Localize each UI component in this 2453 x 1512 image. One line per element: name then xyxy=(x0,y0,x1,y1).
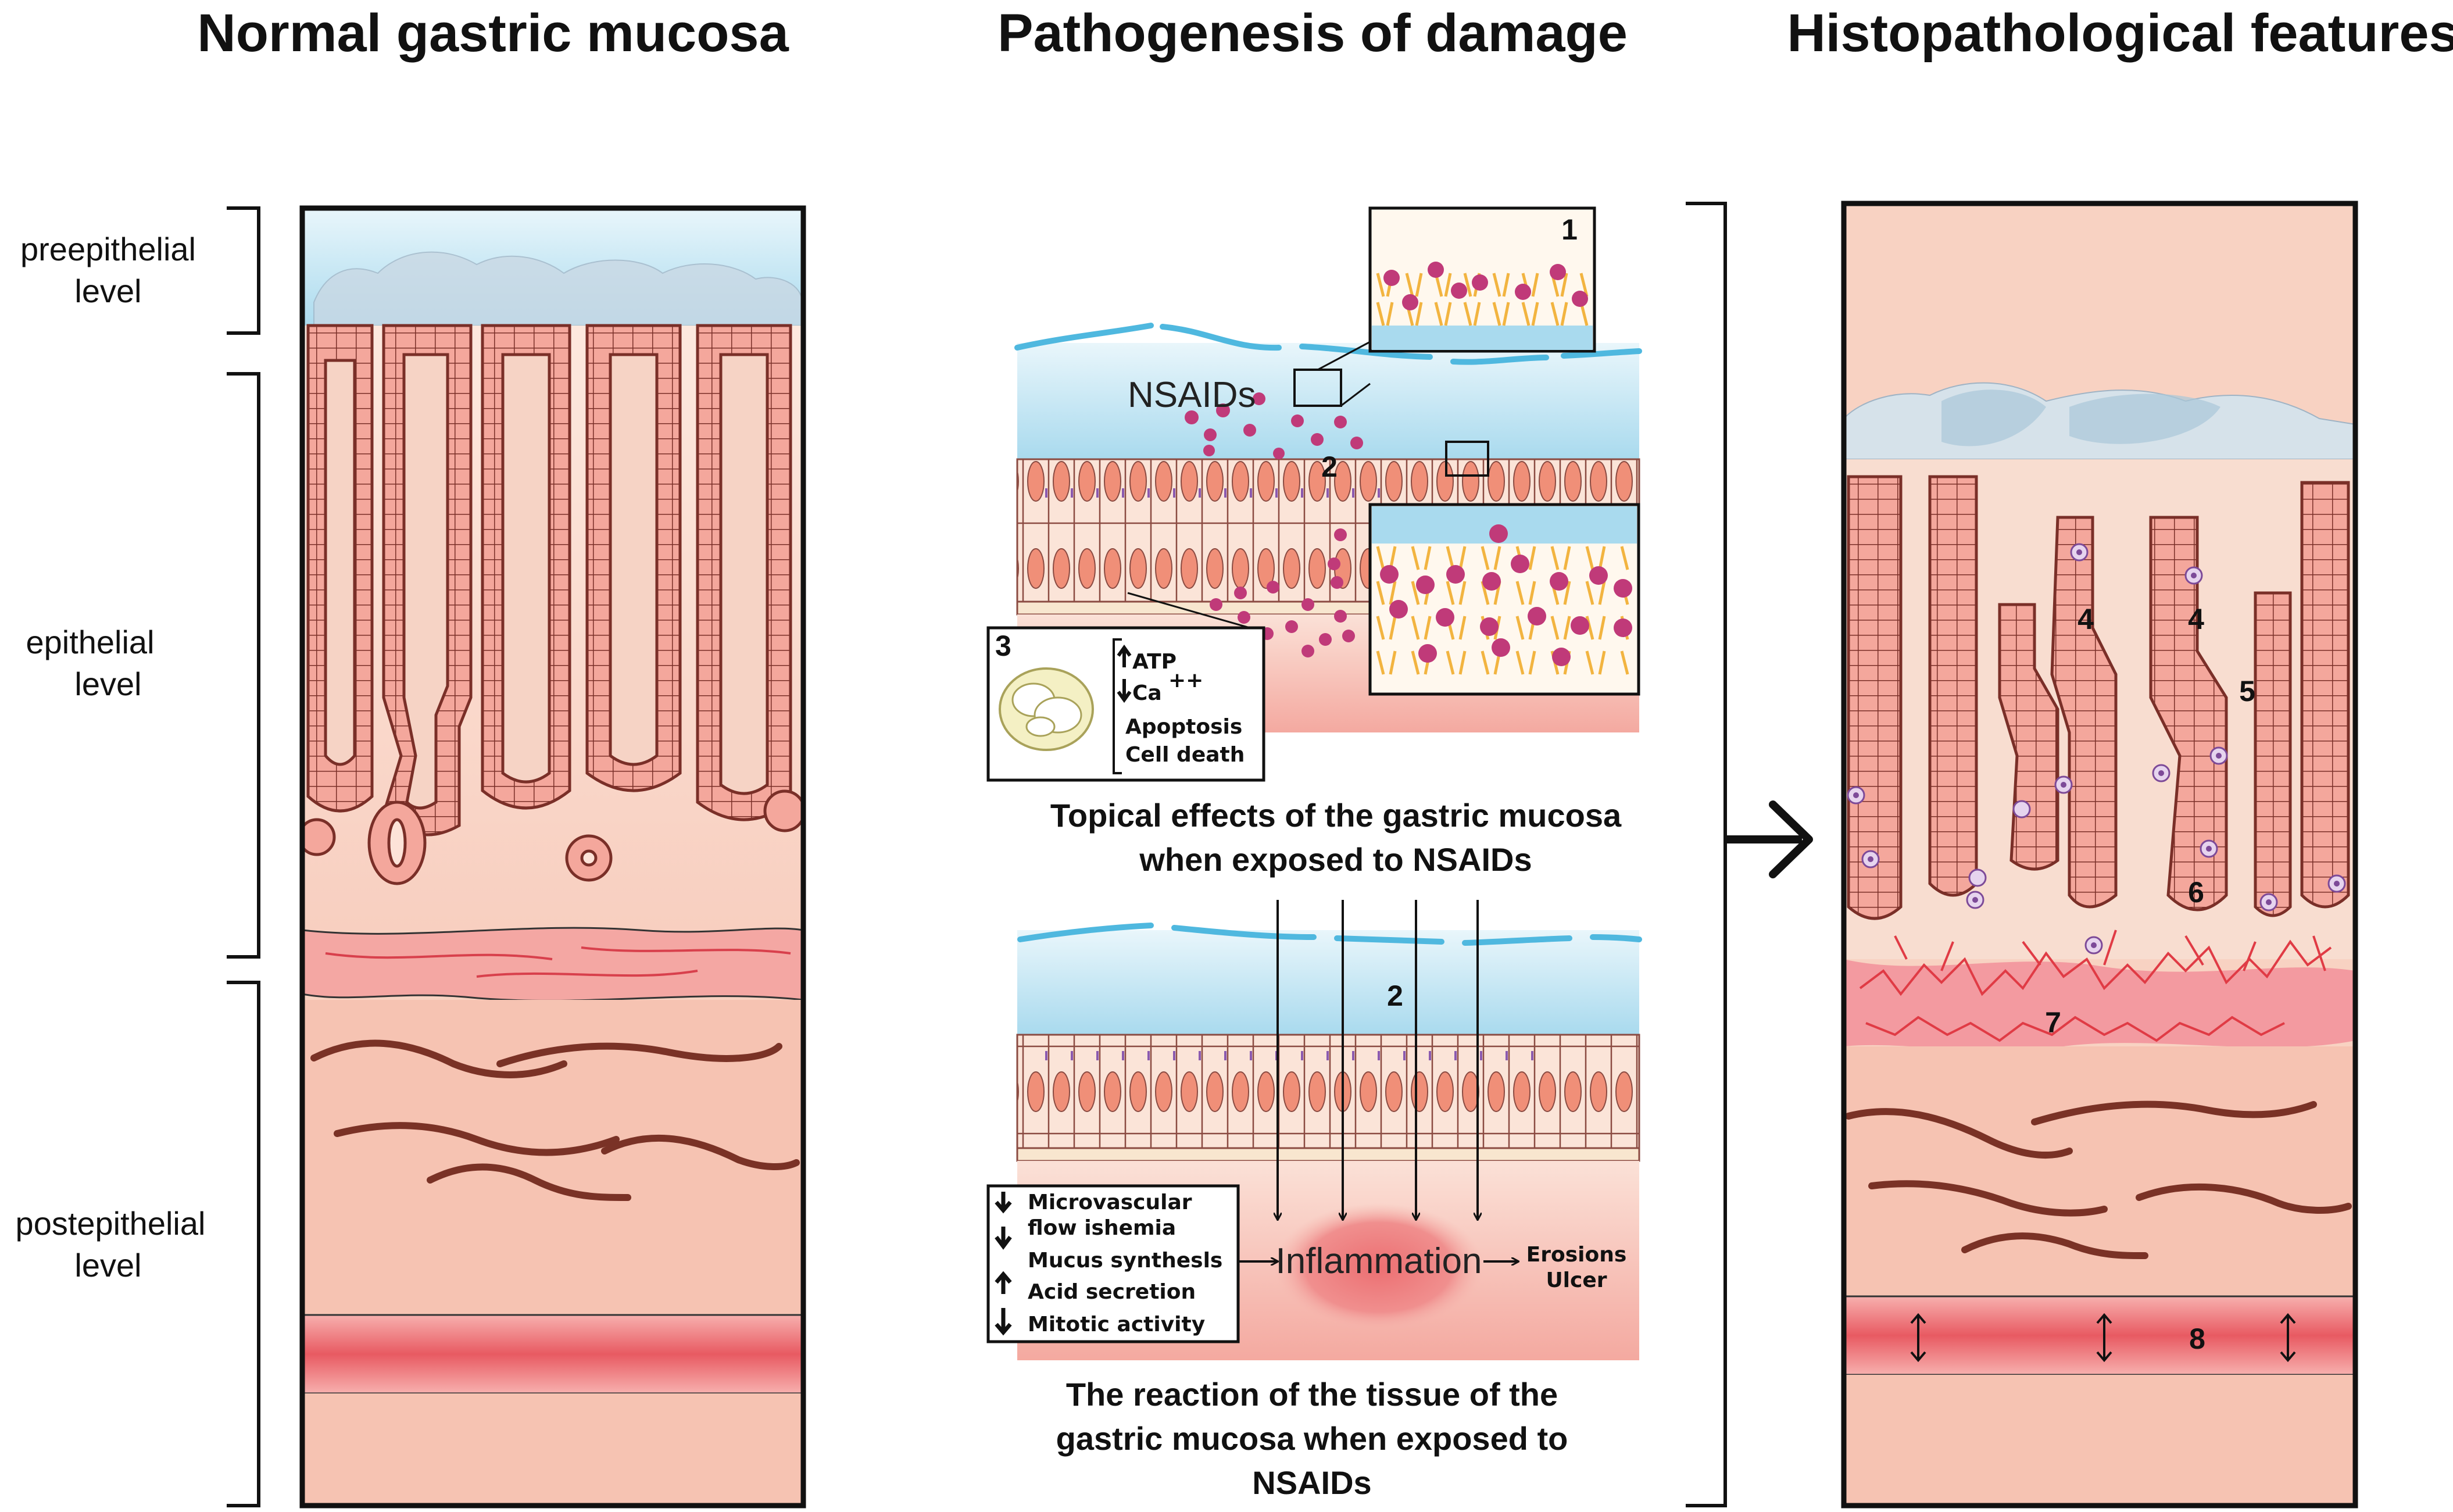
histo-muscularis-band xyxy=(1844,1295,2355,1376)
level-epithelial: epithelial level xyxy=(26,372,260,959)
marker-2-upper: 2 xyxy=(1321,451,1338,483)
reaction-item-2: Mucus synthesls xyxy=(1028,1249,1222,1272)
histo-thickness-arrows xyxy=(1910,1313,2296,1363)
panel-histopathology: 4 4 5 6 7 8 xyxy=(1841,201,2358,1509)
histo-marker-4-right: 4 xyxy=(2188,603,2204,635)
title-pathogenesis: Pathogenesis of damage xyxy=(997,3,1628,63)
inset-1-phospholipid: 1 xyxy=(1368,206,1596,353)
topical-nsaid-molecules xyxy=(1185,392,1363,657)
mitochondrion-icon xyxy=(999,667,1094,751)
histo-collagen-fibers xyxy=(1845,1100,2352,1259)
bracket-epithelial xyxy=(227,372,260,959)
inset-2-membrane xyxy=(1368,503,1640,696)
normal-muscularis-band xyxy=(302,1314,803,1395)
panel-pathogenesis: NSAIDs 2 1 xyxy=(986,206,1642,1501)
histo-marker-8: 8 xyxy=(2189,1322,2205,1355)
normal-muscularis-mucosae xyxy=(302,927,803,1002)
normal-gastric-pits xyxy=(306,324,792,837)
level-epithelial-line2: level xyxy=(74,666,141,702)
zoom-box-membrane xyxy=(1445,441,1489,477)
outcome-ulcer: Ulcer xyxy=(1546,1268,1607,1292)
reaction-mucus-surface xyxy=(1017,923,1642,946)
marker-3: 3 xyxy=(995,630,1011,662)
reaction-caption-line3: NSAIDs xyxy=(1252,1464,1371,1501)
reaction-box: Microvascular flow ishemia Mucus synthes… xyxy=(986,1184,1240,1343)
title-normal: Normal gastric mucosa xyxy=(197,3,789,63)
level-epithelial-line1: epithelial xyxy=(26,624,154,660)
histo-submucosa xyxy=(1844,1046,2355,1296)
reaction-caption-line1: The reaction of the tissue of the xyxy=(1066,1376,1558,1413)
normal-collagen-fibers xyxy=(310,1039,800,1201)
transition-arrow-icon xyxy=(1725,800,1813,878)
marker-2-lower: 2 xyxy=(1387,980,1403,1012)
topical-caption-line2: when exposed to NSAIDs xyxy=(1139,841,1532,878)
inflammation-zone xyxy=(1274,1203,1483,1331)
reaction-item-3: Acid secretion xyxy=(1028,1280,1196,1304)
histo-marker-5: 5 xyxy=(2239,675,2255,707)
outcome-erosions: Erosions xyxy=(1526,1243,1627,1267)
histo-marker-4-left: 4 xyxy=(2077,603,2094,635)
topical-tight-junctions xyxy=(1045,488,1380,498)
histo-irregular-pits xyxy=(1847,475,2350,920)
topical-mucus-surface xyxy=(1014,323,1642,365)
mito-ca-line: Ca ++ xyxy=(1117,669,1203,705)
normal-gland-sections xyxy=(302,789,803,885)
mito-cell-death: Cell death xyxy=(1125,743,1245,767)
normal-serosa xyxy=(302,1393,803,1506)
mito-ca-superscript: ++ xyxy=(1168,669,1203,692)
topical-caption-line1: Topical effects of the gastric mucosa xyxy=(1050,797,1622,834)
mito-apoptosis: Apoptosis xyxy=(1125,715,1242,739)
level-preepithelial-line2: level xyxy=(74,273,141,309)
pathogenesis-bracket xyxy=(1686,202,1727,1507)
histo-marker-6: 6 xyxy=(2188,876,2204,909)
bracket-postepithelial xyxy=(227,981,260,1507)
mito-atp: ATP xyxy=(1132,650,1177,674)
reaction-item-4: Mitotic activity xyxy=(1028,1313,1205,1336)
mito-ca: Ca xyxy=(1132,681,1162,705)
mitochondria-box: 3 ATP Ca ++ Apoptosis Cell death xyxy=(986,592,1265,782)
title-histopathology: Histopathological features xyxy=(1787,3,2453,63)
histo-panel-frame xyxy=(1841,201,2358,1509)
histo-hemorrhage-vessels xyxy=(1859,930,2332,1042)
level-postepithelial-line2: level xyxy=(74,1247,141,1284)
level-preepithelial-line1: preepithelial xyxy=(20,231,196,267)
reaction-item-1-line1: Microvascular xyxy=(1028,1191,1192,1214)
level-postepithelial: postepithelial level xyxy=(16,981,260,1507)
inflammation-label: Inflammation xyxy=(1276,1241,1482,1281)
level-postepithelial-line1: postepithelial xyxy=(16,1205,206,1242)
panel-normal-mucosa xyxy=(299,205,806,1509)
nsaids-label: NSAIDs xyxy=(1128,375,1256,415)
normal-panel-frame xyxy=(299,205,806,1509)
reaction-item-1-line2: flow ishemia xyxy=(1028,1216,1176,1240)
mito-atp-line: ATP xyxy=(1117,644,1177,674)
marker-1: 1 xyxy=(1561,213,1578,246)
reaction-caption-line2: gastric mucosa when exposed to xyxy=(1056,1420,1568,1457)
level-preepithelial: preepithelial level xyxy=(20,206,260,335)
histo-marker-7: 7 xyxy=(2045,1006,2061,1039)
pathogenesis-reaction-tissue: 2 xyxy=(1016,923,1642,1360)
histo-congested-band xyxy=(1844,959,2355,1051)
tissue-reaction-arrows xyxy=(1278,900,1478,1220)
bracket-preepithelial xyxy=(227,206,260,335)
